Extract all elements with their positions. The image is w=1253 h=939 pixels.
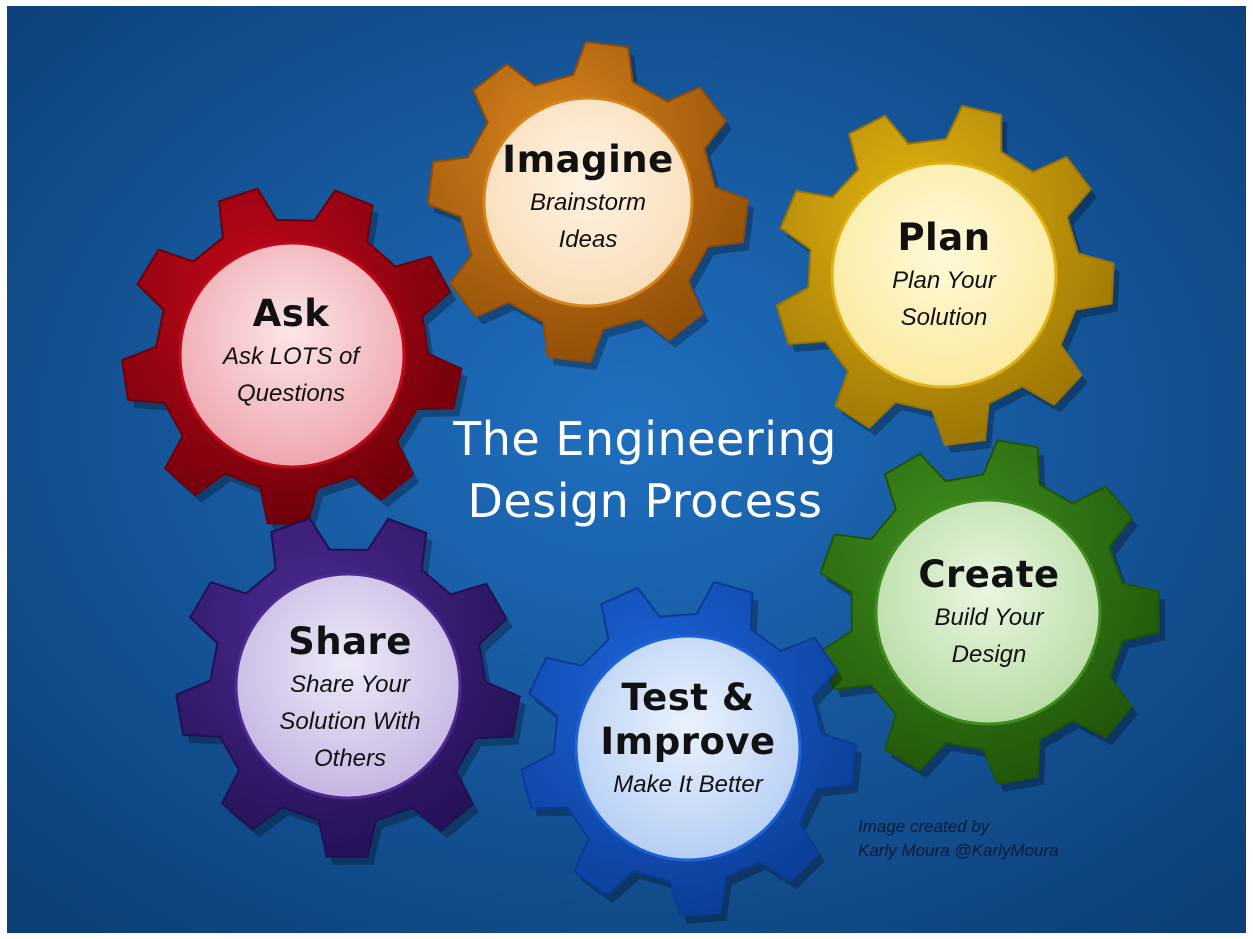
gear-hub-share	[234, 572, 462, 800]
gear-title-ask: Ask	[252, 292, 330, 335]
gear-plan	[775, 105, 1120, 453]
gear-hub-imagine	[482, 96, 694, 308]
image-credit: Image created by Karly Moura @KarlyMoura	[858, 817, 1059, 860]
gear-title-test-improve: Test & Improve	[600, 676, 776, 763]
gear-title-share: Share	[288, 620, 412, 663]
gear-hub-plan	[830, 161, 1058, 389]
gear-create	[819, 439, 1165, 792]
gear-subtitle-imagine: Brainstorm Ideas	[529, 189, 647, 253]
gear-title-plan: Plan	[897, 216, 991, 259]
gear-subtitle-ask: Ask LOTS of Questions	[222, 343, 360, 407]
gear-label-imagine: Imagine Brainstorm Ideas	[468, 138, 708, 258]
gear-title-imagine: Imagine	[502, 138, 674, 181]
gears-layer	[121, 41, 1165, 924]
gear-subtitle-plan: Plan Your Solution	[892, 267, 996, 331]
gear-label-share: Share Share Your Solution With Others	[230, 620, 470, 777]
gear-hub-ask	[178, 241, 406, 469]
diagram-title: The Engineering Design Process	[453, 412, 837, 528]
gear-ask	[121, 187, 468, 533]
gear-share	[175, 517, 526, 865]
gear-label-test-improve: Test & Improve Make It Better	[568, 676, 808, 803]
gear-test	[520, 581, 862, 924]
gear-label-create: Create Build Your Design	[869, 553, 1109, 673]
gear-label-ask: Ask Ask LOTS of Questions	[171, 292, 411, 412]
gear-subtitle-share: Share Your Solution With Others	[279, 671, 421, 772]
gear-hub-test	[574, 634, 802, 862]
gear-imagine	[427, 41, 754, 370]
gear-hub-create	[874, 498, 1102, 726]
gear-label-plan: Plan Plan Your Solution	[824, 216, 1064, 336]
gear-subtitle-test-improve: Make It Better	[613, 771, 763, 798]
gear-subtitle-create: Build Your Design	[934, 604, 1044, 668]
gear-title-create: Create	[918, 553, 1060, 596]
